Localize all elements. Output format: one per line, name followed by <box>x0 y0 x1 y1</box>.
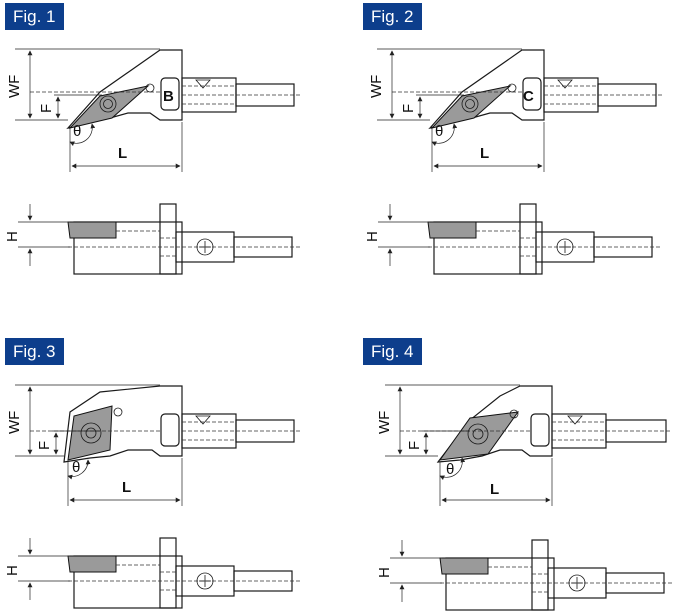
fig-4-top-view <box>385 385 673 506</box>
fig-4-theta-label: θ <box>446 461 454 478</box>
fig-2-label: Fig. 2 <box>363 3 422 30</box>
fig-1-h-label: H <box>4 231 21 242</box>
fig-2-side-view <box>378 204 660 274</box>
fig-4-wf-label: WF <box>376 411 393 434</box>
fig-3-side-view <box>18 538 300 608</box>
fig-1-l-label: L <box>118 145 127 162</box>
fig-3-h-label: H <box>4 565 21 576</box>
fig-3-theta-label: θ <box>72 459 80 476</box>
fig-4-f-label: F <box>406 441 423 450</box>
fig-2-f-label: F <box>400 104 417 113</box>
fig-3-f-label: F <box>36 441 53 450</box>
fig-1-top-view <box>15 49 301 172</box>
fig-4-side-view <box>390 540 672 610</box>
fig-2-h-label: H <box>364 231 381 242</box>
fig-3-l-label: L <box>122 479 131 496</box>
fig-1-wf-label: WF <box>6 75 23 98</box>
fig-2-mark-c: C <box>523 88 534 105</box>
fig-3-wf-label: WF <box>6 411 23 434</box>
fig-1-theta-label: θ <box>73 123 81 140</box>
fig-4-h-label: H <box>376 567 393 578</box>
fig-2-wf-label: WF <box>368 75 385 98</box>
fig-2-top-view <box>377 49 663 172</box>
fig-4-label: Fig. 4 <box>363 338 422 365</box>
fig-2-l-label: L <box>480 145 489 162</box>
fig-4-l-label: L <box>490 481 499 498</box>
fig-2-theta-label: θ <box>435 123 443 140</box>
fig-3-label: Fig. 3 <box>5 338 64 365</box>
fig-1-f-label: F <box>38 104 55 113</box>
fig-1-label: Fig. 1 <box>5 3 64 30</box>
fig-3-top-view <box>15 385 301 506</box>
fig-1-mark-b: B <box>163 88 174 105</box>
fig-1-side-view <box>18 204 300 274</box>
